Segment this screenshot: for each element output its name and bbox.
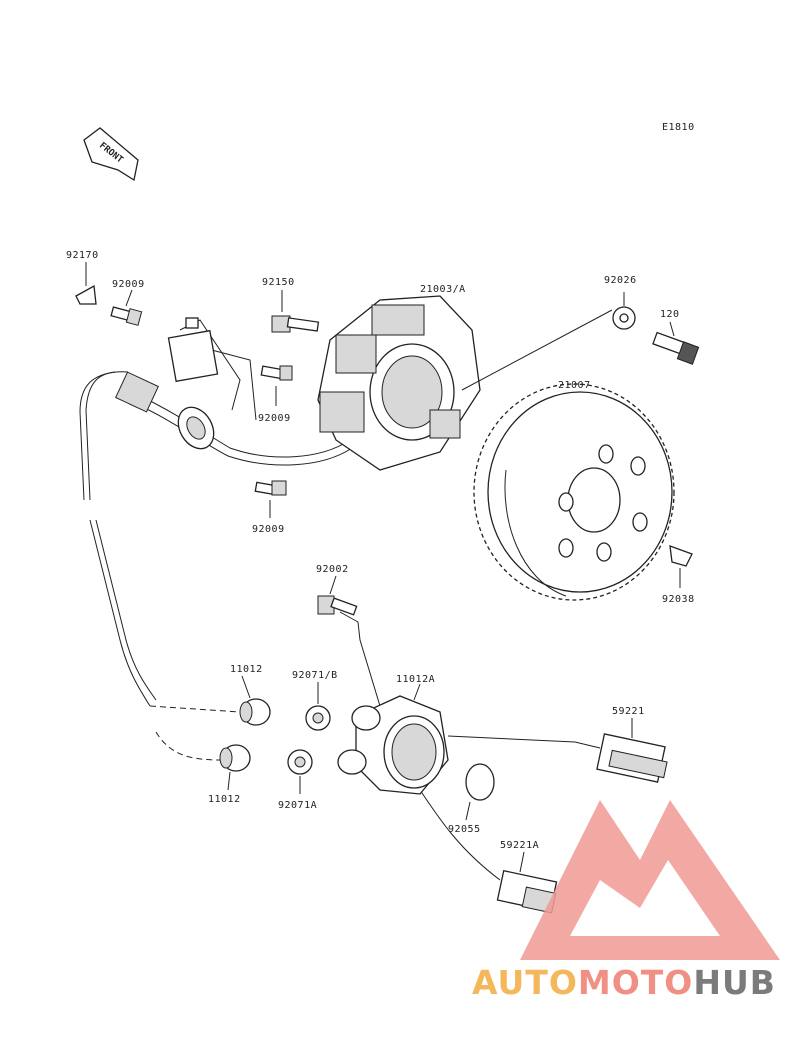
label-92009-top: 92009: [112, 279, 145, 290]
label-92150: 92150: [262, 277, 295, 288]
watermark-part-moto: MOTO: [578, 963, 693, 1002]
wire-harness: [79, 317, 353, 707]
stator-21003A: [317, 295, 613, 471]
cap-11012-low: [219, 744, 251, 772]
clamp-92170: [75, 284, 97, 305]
bolt-120: [652, 331, 700, 365]
diagram-code: E1810: [662, 122, 695, 133]
connector-59221: [574, 733, 668, 783]
label-92071B: 92071/B: [292, 670, 338, 681]
oring-92055: [465, 763, 495, 801]
bolt-92002: [317, 595, 358, 616]
front-arrow-icon: FRONT: [83, 127, 139, 182]
watermark-logo: [520, 800, 780, 960]
label-11012-top: 11012: [230, 664, 263, 675]
label-92071A: 92071A: [278, 800, 317, 811]
label-21007: 21007: [558, 380, 591, 391]
grommet-92071B: [305, 705, 331, 731]
key-92038: [669, 545, 693, 567]
bolt-92150: [271, 315, 320, 333]
housing-11012A: [337, 695, 449, 795]
label-11012-low: 11012: [208, 794, 241, 805]
bolt-92009-top: [110, 306, 143, 326]
label-11012A: 11012A: [396, 674, 435, 685]
cap-11012-top: [239, 698, 271, 726]
label-120: 120: [660, 309, 680, 320]
watermark-part-auto: AUTO: [472, 963, 578, 1002]
label-21003A: 21003/A: [420, 284, 466, 295]
label-92038: 92038: [662, 594, 695, 605]
label-92002: 92002: [316, 564, 349, 575]
label-92009-low: 92009: [252, 524, 285, 535]
flywheel-21007: [473, 383, 675, 601]
bolt-92009-low: [254, 480, 287, 496]
bolt-92009-mid: [260, 365, 293, 381]
watermark-text: AUTOMOTOHUB: [472, 963, 776, 1002]
label-59221A: 59221A: [500, 840, 539, 851]
grommet-92071A: [287, 749, 313, 775]
label-92009-mid: 92009: [258, 413, 291, 424]
label-92055: 92055: [448, 824, 481, 835]
watermark-part-hub: HUB: [693, 963, 776, 1002]
label-92026: 92026: [604, 275, 637, 286]
label-92170: 92170: [66, 250, 99, 261]
label-59221: 59221: [612, 706, 645, 717]
svg-text:AUTOMOTOHUB: AUTOMOTOHUB: [472, 963, 776, 1002]
